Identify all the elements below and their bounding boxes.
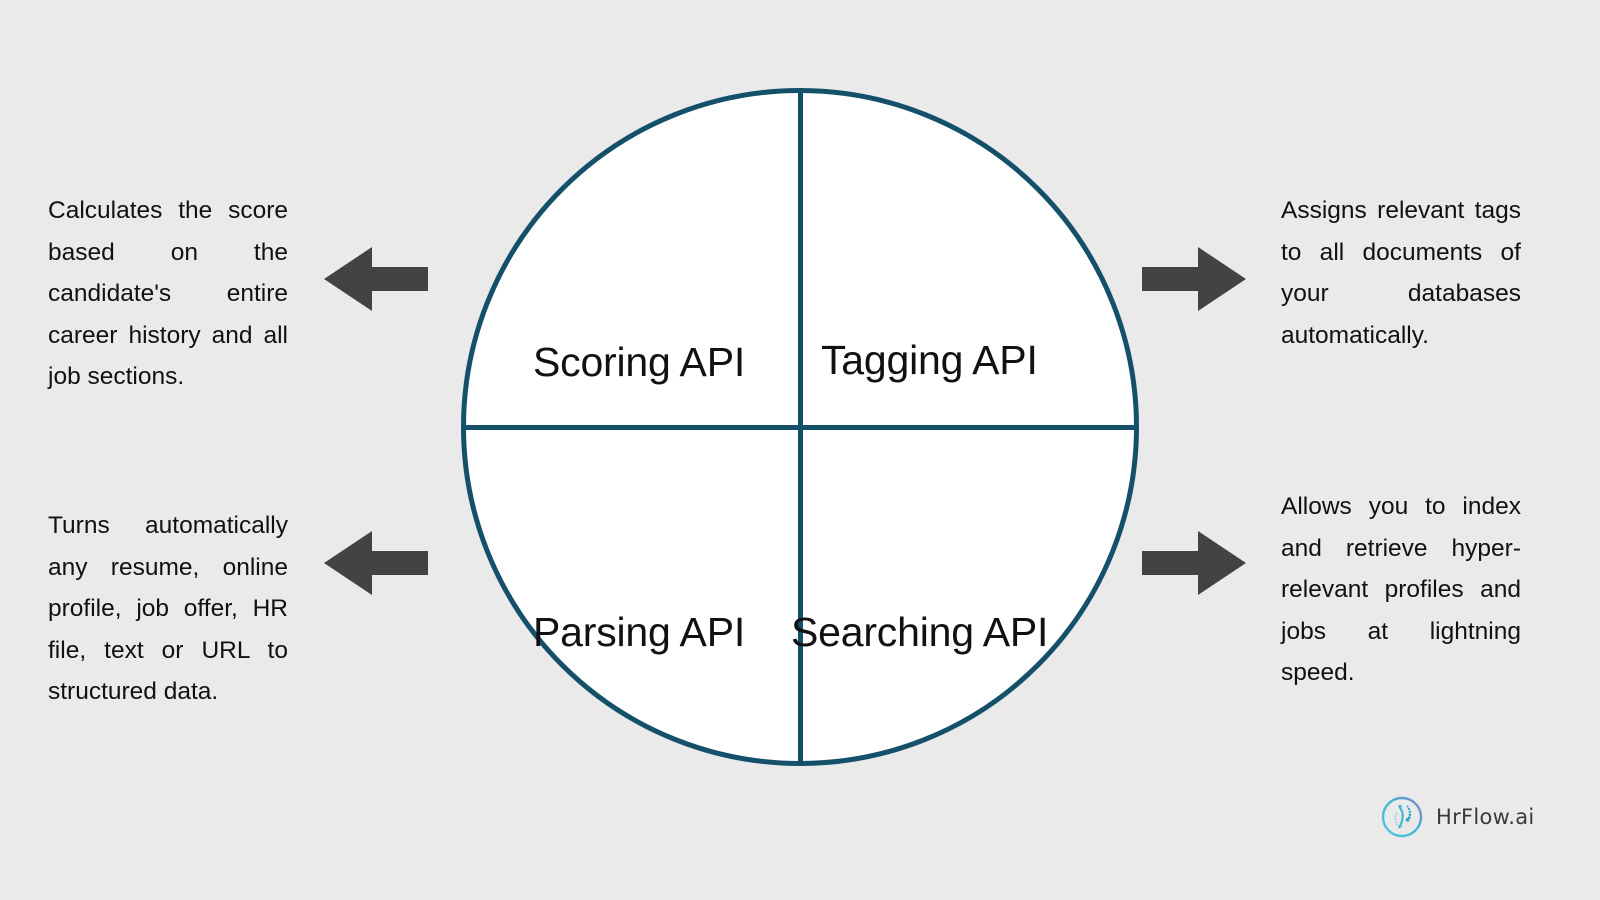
- arrow-right-icon-searching: [1142, 527, 1246, 599]
- brand-logo: HrFlow.ai: [1378, 793, 1535, 841]
- arrow-right-icon-tagging: [1142, 243, 1246, 315]
- hrflow-circle-icon: [1378, 793, 1426, 841]
- quadrant-label-searching: Searching API: [791, 609, 1049, 655]
- arrow-left-icon-scoring: [324, 243, 428, 315]
- logo-wordmark: HrFlow.ai: [1436, 805, 1535, 829]
- arrow-left-icon-parsing: [324, 527, 428, 599]
- horizontal-divider: [461, 424, 1139, 430]
- quadrant-label-tagging: Tagging API: [821, 337, 1038, 383]
- description-searching: Allows you to index and retrieve hyper-r…: [1281, 493, 1521, 686]
- quadrant-label-scoring: Scoring API: [533, 339, 746, 385]
- quadrant-label-parsing: Parsing API: [533, 609, 746, 655]
- description-parsing: Turns automatically any resume, online p…: [48, 512, 288, 705]
- description-tagging: Assigns relevant tags to all documents o…: [1281, 197, 1521, 349]
- quadrant-circle: Scoring API Tagging API Parsing API Sear…: [461, 88, 1139, 766]
- description-scoring: Calculates the score based on the candid…: [48, 197, 288, 390]
